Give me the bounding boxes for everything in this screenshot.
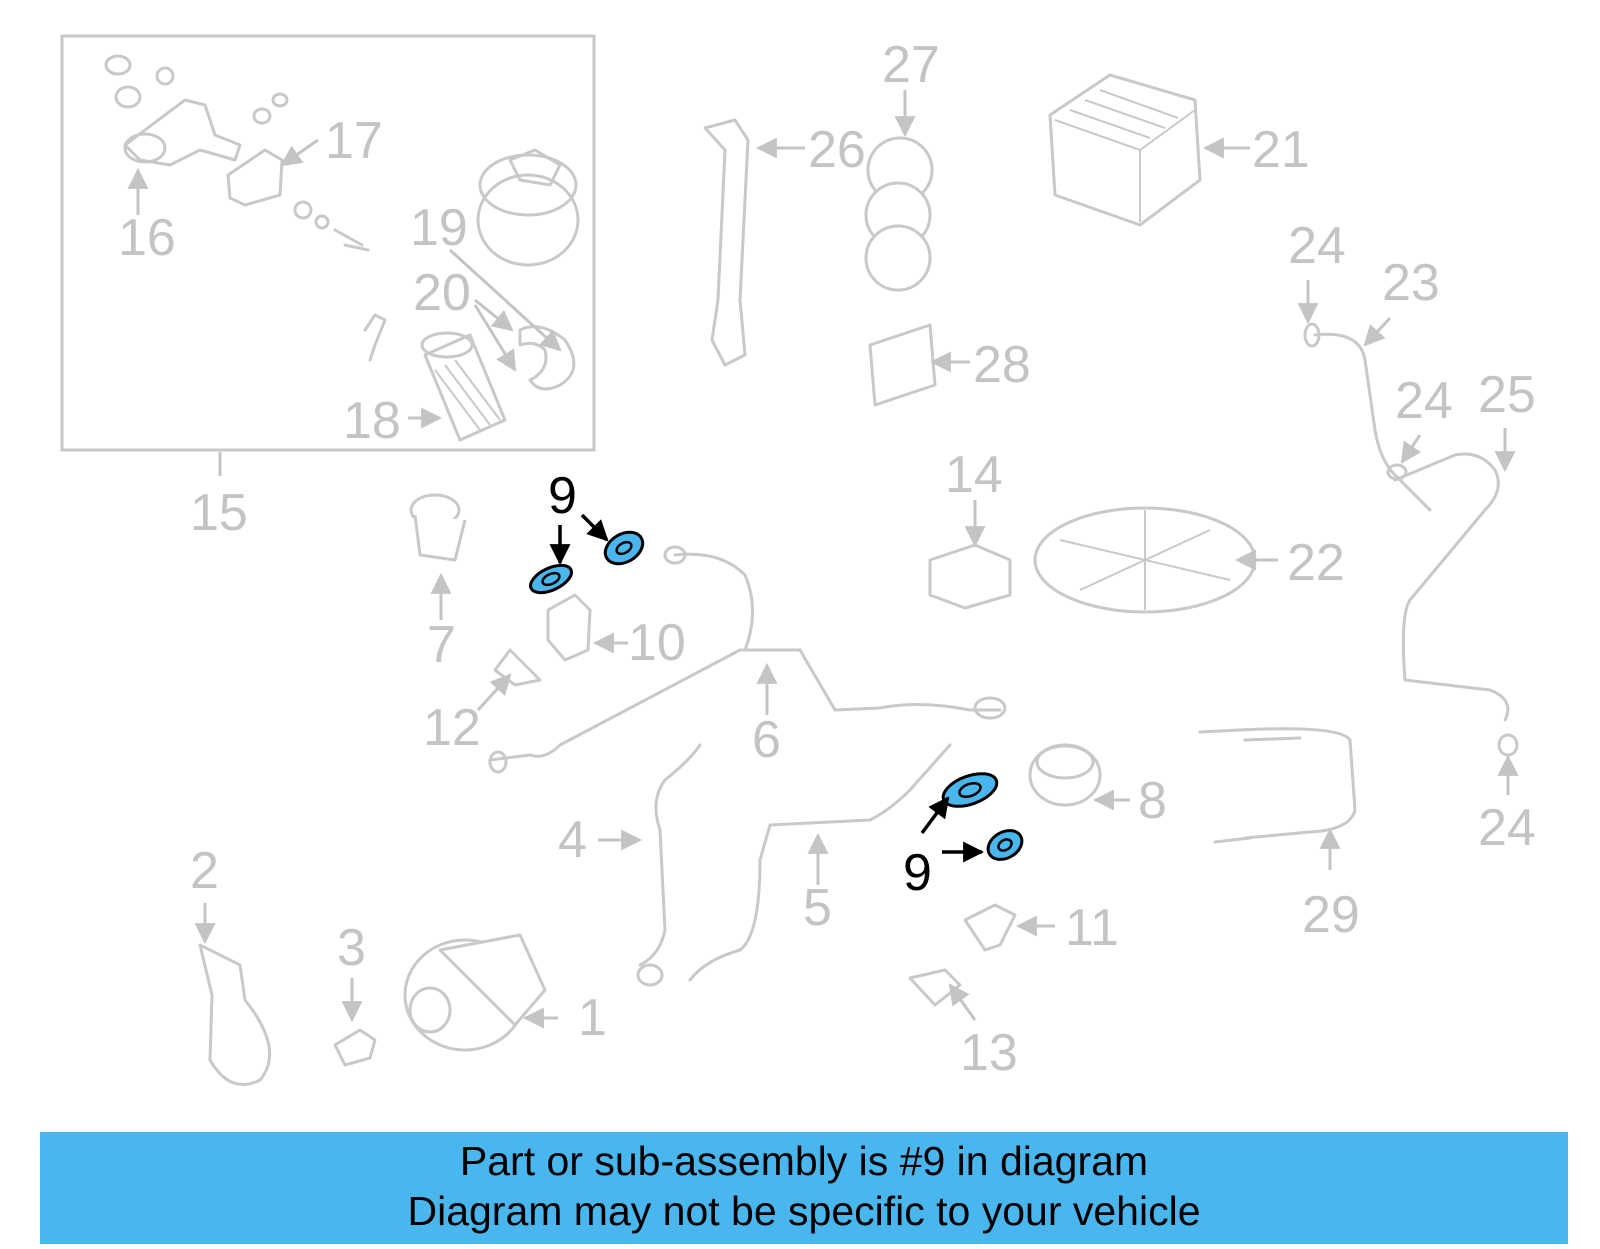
part-4-hose	[638, 743, 702, 967]
callout-15: 15	[190, 484, 248, 542]
banner-line-1: Part or sub-assembly is #9 in diagram	[459, 1138, 1149, 1184]
part-11-bracket	[963, 903, 1017, 952]
callout-14: 14	[945, 446, 1003, 504]
part-22-cover	[1033, 506, 1257, 614]
callout-8: 8	[1138, 772, 1167, 830]
leader-lines-highlight	[549, 513, 985, 863]
part-2-bracket	[198, 943, 272, 1086]
callout-23: 23	[1382, 254, 1440, 312]
part-5-pipe	[688, 743, 952, 982]
callout-26: 26	[808, 121, 866, 179]
callout-28: 28	[973, 336, 1031, 394]
callout-9-bottom: 9	[903, 844, 932, 902]
part-14-solenoid	[928, 543, 1012, 610]
callout-7: 7	[427, 616, 456, 674]
callout-10: 10	[628, 614, 686, 672]
part-26-tube	[703, 118, 750, 367]
callout-3: 3	[337, 919, 366, 977]
callout-1: 1	[578, 989, 607, 1047]
callout-20: 20	[413, 264, 471, 322]
part-27-spheres	[864, 136, 934, 292]
callout-19: 19	[410, 199, 468, 257]
callout-5: 5	[803, 879, 832, 937]
callout-12: 12	[423, 699, 481, 757]
callout-24-bottom: 24	[1478, 799, 1536, 857]
part-3-sensor	[333, 1028, 377, 1067]
callout-13: 13	[960, 1024, 1018, 1082]
callout-25: 25	[1478, 366, 1536, 424]
part-12-bracket	[493, 648, 542, 687]
part-9-gasket-2	[603, 530, 645, 566]
part-9-gasket-4	[986, 829, 1024, 861]
subassembly-box	[60, 34, 596, 452]
banner-line-2: Diagram may not be specific to your vehi…	[407, 1188, 1201, 1234]
part-9-gasket-1	[529, 563, 573, 595]
part-6-pipe	[488, 648, 1002, 762]
callout-24-top: 24	[1288, 217, 1346, 275]
part-10-bracket	[546, 593, 592, 662]
callout-22: 22	[1287, 534, 1345, 592]
callout-18: 18	[343, 392, 401, 450]
callout-21: 21	[1252, 121, 1310, 179]
leader-lines	[127, 90, 1519, 1029]
part-17-valve	[226, 148, 370, 252]
callout-11: 11	[1065, 899, 1119, 957]
callout-27: 27	[882, 36, 940, 94]
part-8-valve	[1028, 743, 1102, 807]
callout-4: 4	[558, 811, 587, 869]
part-25-line	[1393, 452, 1510, 722]
callout-9-top: 9	[548, 467, 577, 525]
callout-2: 2	[190, 842, 219, 900]
part-18-filter	[363, 313, 507, 442]
part-9-gasket-3	[941, 772, 999, 808]
part-1-air-pump	[403, 933, 547, 1052]
part-21-box	[1048, 73, 1202, 227]
part-29-sensor	[1198, 727, 1357, 840]
info-banner: Part or sub-assembly is #9 in diagram Di…	[40, 1132, 1568, 1244]
callout-29: 29	[1302, 886, 1360, 944]
part-19-pump	[476, 148, 580, 267]
callout-17: 17	[325, 112, 383, 170]
callout-24-middle: 24	[1395, 372, 1453, 430]
part-7-valve	[409, 493, 467, 562]
part-20-hose	[518, 325, 576, 391]
part-28-bracket	[868, 323, 937, 407]
callout-16: 16	[118, 209, 176, 267]
part-16-bracket	[104, 54, 289, 167]
callout-6: 6	[752, 711, 781, 769]
